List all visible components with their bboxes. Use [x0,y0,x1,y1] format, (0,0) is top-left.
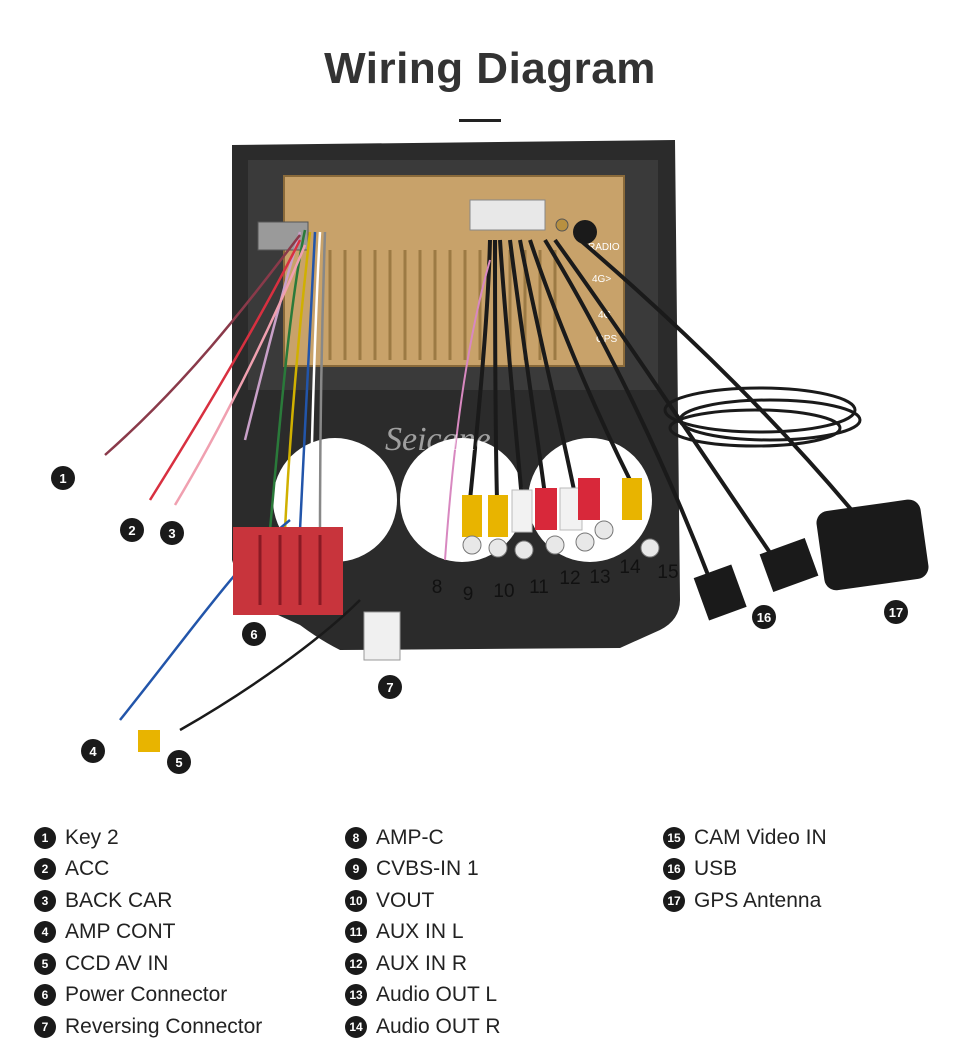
legend-label: Reversing Connector [65,1014,263,1038]
legend-badge: 14 [345,1015,367,1038]
legend-badge: 7 [34,1015,56,1038]
legend-badge: 4 [34,921,56,944]
callout-10: 10 [493,581,515,602]
usb-plugs [693,537,819,621]
4g-port-label: 4G [598,310,612,321]
legend-badge: 5 [34,952,56,975]
rca-cables [444,238,862,581]
legend-column-3: 15 CAM Video IN 16 USB 17 GPS Antenna [663,822,827,917]
legend-badge: 13 [345,984,367,1007]
legend-label: GPS Antenna [694,888,822,912]
callout-12: 12 [559,568,581,589]
gps-socket [573,220,597,244]
rca-plugs [138,478,660,752]
title-divider [459,119,501,122]
callout-1: 1 [51,466,75,490]
radio-port [555,218,569,232]
legend-item: 5 CCD AV IN [34,948,262,980]
legend-badge: 1 [34,826,56,849]
4g-port-label-top: 4G> [592,274,611,285]
legend-label: AMP-C [376,825,444,849]
callout-17: 17 [884,600,908,624]
legend-item: 7 Reversing Connector [34,1011,262,1043]
legend-item: 10 VOUT [345,885,501,917]
legend-label: CVBS-IN 1 [376,857,479,881]
legend-label: Audio OUT R [376,1014,501,1038]
legend-badge: 11 [345,921,367,944]
callout-7: 7 [378,675,402,699]
callout-9: 9 [462,584,474,605]
legend-item: 9 CVBS-IN 1 [345,854,501,886]
legend-item: 11 AUX IN L [345,917,501,949]
legend-label: AUX IN L [376,920,464,944]
radio-port-label: RADIO [588,242,620,253]
legend-item: 15 CAM Video IN [663,822,827,854]
legend-item: 3 BACK CAR [34,885,262,917]
legend-label: CAM Video IN [694,825,827,849]
legend-label: AMP CONT [65,920,176,944]
callout-2: 2 [120,518,144,542]
callout-16: 16 [752,605,776,629]
legend-label: BACK CAR [65,888,173,912]
metal-housing [283,175,625,367]
legend-badge: 9 [345,858,367,881]
legend-badge: 2 [34,858,56,881]
legend-badge: 16 [663,858,685,881]
legend-label: VOUT [376,888,435,912]
legend-column-1: 1 Key 2 2 ACC 3 BACK CAR 4 AMP CONT 5 CCD AV … [34,822,262,1043]
legend-badge: 17 [663,889,685,912]
callout-6: 6 [242,622,266,646]
callout-11: 11 [529,577,549,598]
legend-item: 14 Audio OUT R [345,1011,501,1043]
legend-label: AUX IN R [376,951,468,975]
legend-item: 8 AMP-C [345,822,501,854]
gps-cable-coil [663,386,862,448]
callout-4: 4 [81,739,105,763]
legend-label: USB [694,857,738,881]
callout-15: 15 [657,562,679,583]
callout-8: 8 [431,577,443,598]
callout-13: 13 [589,567,611,588]
callout-14: 14 [619,557,641,578]
legend-badge: 3 [34,889,56,912]
legend-column-2: 8 AMP-C 9 CVBS-IN 1 10 VOUT 11 AUX IN L 12 AU… [345,822,501,1043]
harness-wires [104,229,361,732]
legend-badge: 8 [345,826,367,849]
legend-item: 13 Audio OUT L [345,980,501,1012]
top-connector [469,199,546,231]
gps-antenna-puck [816,499,929,591]
legend-item: 12 AUX IN R [345,948,501,980]
power-connector-block [233,527,343,615]
callout-5: 5 [167,750,191,774]
page-title: Wiring Diagram [324,44,656,93]
reversing-connector-plug [363,611,401,661]
legend-label: Power Connector [65,983,228,1007]
head-unit-photo: RADIO 4G> 4G GPS [104,140,929,752]
legend-badge: 6 [34,984,56,1007]
legend-badge: 12 [345,952,367,975]
watermark: Seicane [385,421,491,458]
legend-item: 2 ACC [34,854,262,886]
legend-item: 16 USB [663,854,827,886]
gps-port-label: GPS [596,334,617,345]
legend-item: 17 GPS Antenna [663,885,827,917]
legend-item: 4 AMP CONT [34,917,262,949]
legend-badge: 10 [345,889,367,912]
power-connector-ribs [258,535,322,605]
legend-label: Audio OUT L [376,983,498,1007]
legend-label: CCD AV IN [65,951,169,975]
legend-item: 6 Power Connector [34,980,262,1012]
legend-label: ACC [65,857,110,881]
legend-badge: 15 [663,826,685,849]
legend-label: Key 2 [65,825,119,849]
legend-item: 1 Key 2 [34,822,262,854]
callout-3: 3 [160,521,184,545]
